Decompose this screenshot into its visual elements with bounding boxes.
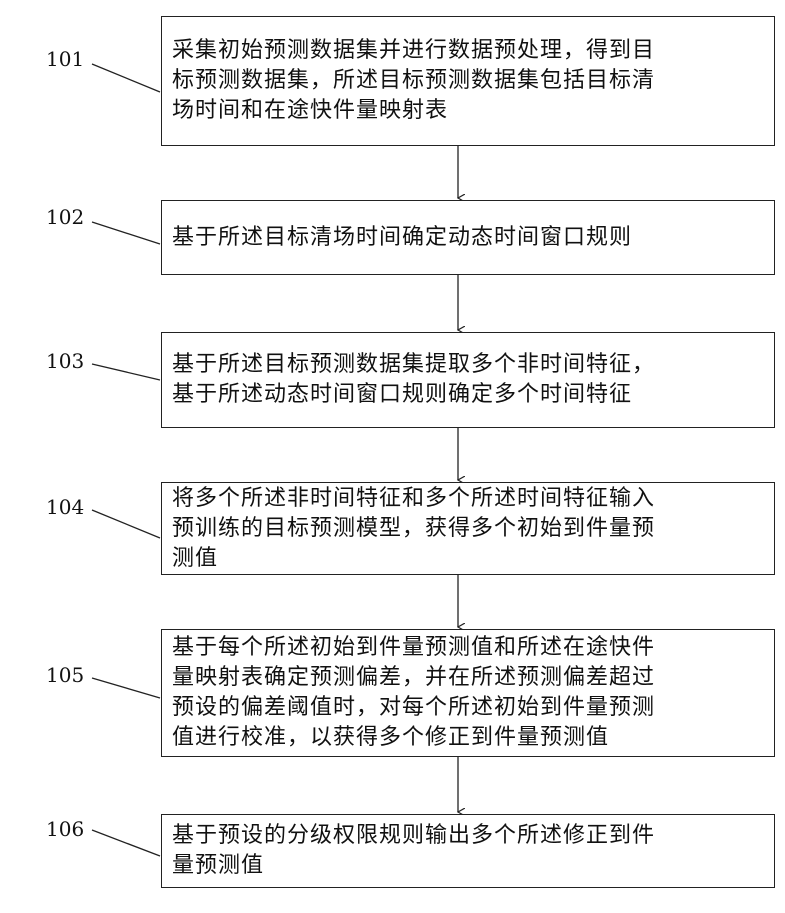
step-text-104: 将多个所述非时间特征和多个所述时间特征输入 预训练的目标预测模型，获得多个初始到… [172,484,655,574]
step-box-102: 基于所述目标清场时间确定动态时间窗口规则 [161,200,775,275]
leader-line-105 [92,678,160,698]
step-box-101: 采集初始预测数据集并进行数据预处理，得到目 标预测数据集，所述目标预测数据集包括… [161,16,775,146]
step-text-103: 基于所述目标预测数据集提取多个非时间特征， 基于所述动态时间窗口规则确定多个时间… [172,350,655,410]
step-box-106: 基于预设的分级权限规则输出多个所述修正到件 量预测值 [161,814,775,888]
step-number-105: 105 [46,664,84,686]
step-number-103: 103 [46,350,84,372]
step-number-104: 104 [46,496,84,518]
leader-line-103 [92,364,160,380]
step-number-101: 101 [46,48,84,70]
step-text-105: 基于每个所述初始到件量预测值和所述在途快件 量映射表确定预测偏差，并在所述预测偏… [172,633,655,753]
leader-line-106 [92,830,160,856]
leader-line-101 [92,64,160,92]
step-box-104: 将多个所述非时间特征和多个所述时间特征输入 预训练的目标预测模型，获得多个初始到… [161,482,775,575]
step-box-103: 基于所述目标预测数据集提取多个非时间特征， 基于所述动态时间窗口规则确定多个时间… [161,332,775,428]
step-number-102: 102 [46,206,84,228]
step-text-102: 基于所述目标清场时间确定动态时间窗口规则 [172,223,632,253]
step-text-106: 基于预设的分级权限规则输出多个所述修正到件 量预测值 [172,821,655,881]
step-text-101: 采集初始预测数据集并进行数据预处理，得到目 标预测数据集，所述目标预测数据集包括… [172,36,655,126]
leader-line-104 [92,510,160,538]
step-number-106: 106 [46,818,84,840]
step-box-105: 基于每个所述初始到件量预测值和所述在途快件 量映射表确定预测偏差，并在所述预测偏… [161,629,775,757]
leader-line-102 [92,222,160,244]
